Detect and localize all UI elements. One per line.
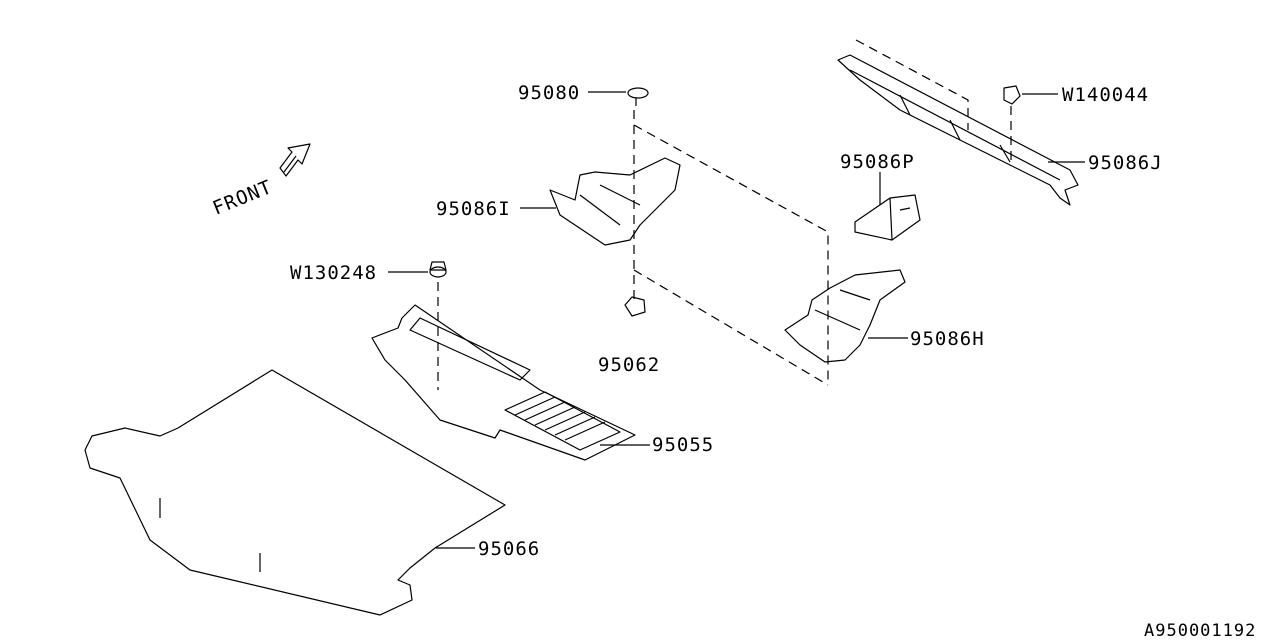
label-95080: 95080 — [518, 82, 580, 104]
part-95086j-rail[interactable]: 95086J — [837, 39, 1163, 206]
diagram-id: A950001192 — [1144, 621, 1256, 640]
label-95066: 95066 — [478, 538, 540, 560]
part-95086h-bracket[interactable]: 95086H — [784, 269, 985, 363]
part-w140044-clip[interactable]: W140044 — [1003, 84, 1149, 165]
label-w130248: W130248 — [290, 262, 377, 284]
label-w140044: W140044 — [1062, 84, 1149, 106]
label-95086i: 95086I — [436, 198, 511, 220]
label-95086j: 95086J — [1088, 152, 1163, 174]
part-95062-nut[interactable]: 95062 — [598, 296, 660, 376]
part-w130248-clip[interactable]: W130248 — [290, 261, 447, 390]
label-95086h: 95086H — [910, 328, 985, 350]
part-95055-floor-board[interactable]: 95055 — [371, 304, 714, 461]
part-95086i-bracket[interactable]: 95086I — [436, 157, 681, 246]
part-95080-push-pin[interactable]: 95080 — [518, 82, 649, 300]
label-95086p: 95086P — [840, 151, 915, 173]
part-95086p-pad[interactable]: 95086P — [840, 151, 921, 241]
front-arrow-icon: FRONT — [210, 143, 311, 220]
label-95062: 95062 — [598, 354, 660, 376]
part-95066-trunk-mat[interactable]: 95066 — [84, 369, 540, 616]
front-label: FRONT — [210, 176, 276, 220]
label-95055: 95055 — [652, 434, 714, 456]
